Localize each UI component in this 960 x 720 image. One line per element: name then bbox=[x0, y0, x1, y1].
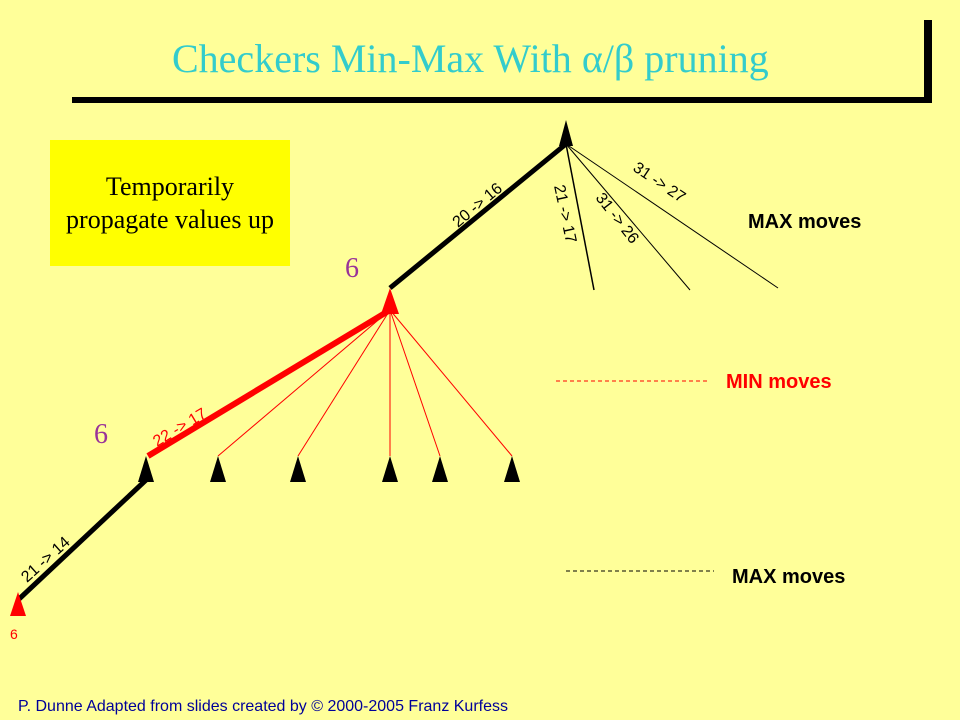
max-node-3 bbox=[290, 456, 306, 482]
node-value: 6 bbox=[345, 253, 359, 284]
level-label-max-bottom: MAX moves bbox=[732, 566, 845, 588]
title-underline bbox=[72, 97, 932, 103]
edge-min-5 bbox=[389, 309, 441, 457]
leaf-node bbox=[10, 592, 26, 616]
max-node-6 bbox=[504, 456, 520, 482]
move-label: 22 -> 17 bbox=[150, 405, 210, 450]
move-label: 31 -> 27 bbox=[630, 159, 689, 206]
page-title: Checkers Min-Max With α/β pruning bbox=[172, 36, 769, 81]
title-side-bar bbox=[924, 20, 932, 103]
edge-31-27 bbox=[565, 143, 779, 289]
note-box: Temporarily propagate values up bbox=[50, 140, 290, 266]
max-node-root bbox=[559, 120, 573, 146]
max-node-2 bbox=[210, 456, 226, 482]
node-value: 6 bbox=[94, 419, 108, 450]
edge-min-3 bbox=[297, 309, 391, 457]
max-node-5 bbox=[432, 456, 448, 482]
level-label-max-top: MAX moves bbox=[748, 211, 861, 233]
edge-21-17 bbox=[565, 143, 595, 291]
min-node bbox=[381, 288, 399, 314]
note-text: Temporarily propagate values up bbox=[66, 172, 274, 234]
max-node-4 bbox=[382, 456, 398, 482]
edge-21-14 bbox=[16, 478, 148, 602]
edge-20-16 bbox=[388, 142, 568, 290]
level-label-min: MIN moves bbox=[726, 371, 832, 393]
edge-31-26 bbox=[565, 143, 691, 291]
leaf-value: 6 bbox=[10, 626, 18, 642]
edge-22-17 bbox=[146, 307, 392, 459]
edge-min-2 bbox=[217, 309, 391, 457]
max-node-1 bbox=[138, 456, 154, 482]
move-label: 31 -> 26 bbox=[592, 190, 642, 247]
move-label: 21 -> 14 bbox=[18, 534, 73, 586]
edge-min-6 bbox=[389, 309, 513, 457]
footer-credit: P. Dunne Adapted from slides created by … bbox=[18, 698, 508, 715]
move-label: 20 -> 16 bbox=[450, 180, 506, 231]
